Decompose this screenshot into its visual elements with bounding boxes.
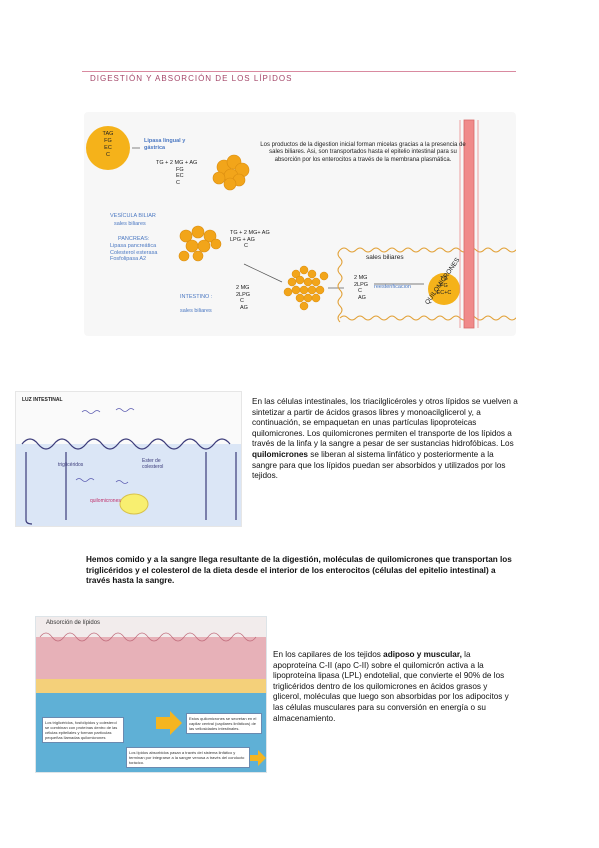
products-2-line: TG + 2 MG+ AG: [230, 230, 270, 236]
final-fg: FG: [440, 283, 448, 289]
absorption-box-1: Los triglicéridos, fosfolípidos y colest…: [42, 717, 124, 743]
products-2: TG + 2 MG+ AG LPG + AG C: [230, 230, 270, 250]
products-1-line: C: [176, 179, 180, 186]
products-3-line: C: [240, 298, 244, 304]
membrane-bottom: [339, 315, 516, 321]
pancreas-enzyme: Lipasa pancreática: [110, 243, 157, 249]
paragraph1-bold: quilomicrones: [252, 449, 308, 459]
pancreas-enzyme: Colesterol esterasa: [110, 249, 158, 256]
membrane-top: [339, 247, 516, 253]
pancreas-enzyme: Fosfolipasa A2: [110, 256, 147, 262]
products-4-line: 2LPG: [354, 281, 369, 288]
pancreas-enzymes: Lipasa pancreática Colesterol esterasa F…: [110, 243, 157, 263]
page-title: DIGESTIÓN Y ABSORCIÓN DE LOS LÍPIDOS: [90, 74, 293, 83]
quilomicrones-fig-label: quilomicrones: [90, 498, 121, 504]
products-3: 2 MG 2LPG C AG: [236, 285, 250, 311]
micelle-cluster-1: [212, 154, 250, 191]
quilomicron-particle: [119, 493, 149, 515]
paragraph-enterocytes: En las células intestinales, los triacil…: [252, 397, 518, 482]
products-1: TG + 2 MG + AG FG EC C: [156, 160, 197, 186]
products-3-line: 2LPG: [236, 291, 251, 298]
initial-circle-text: TAG FG EC C: [95, 131, 121, 159]
lipasa-label: Lipasa lingual y gástrica: [144, 138, 186, 151]
arrow-right-1: [156, 711, 182, 735]
initial-ec: EC: [104, 145, 112, 151]
reester-label: reesterificacion: [374, 284, 411, 290]
final-tg: TG: [440, 276, 448, 282]
cell-walls: [25, 452, 237, 525]
paragraph1-text: En las células intestinales, los triacil…: [252, 397, 518, 449]
micelle-description: Los productos de la digestion inicial fo…: [260, 142, 466, 163]
paragraph2-text: En los capilares de los tejidos: [273, 650, 384, 659]
paragraph-lpl: En los capilares de los tejidos adiposo …: [273, 650, 515, 724]
micelle-cluster-2: [178, 225, 222, 262]
products-4-line: 2 MG: [354, 275, 368, 281]
luz-intestinal-label: LUZ INTESTINAL: [22, 397, 63, 403]
initial-c: C: [106, 152, 110, 158]
arrow-right-2: [248, 750, 266, 766]
microvilli-line: [21, 438, 231, 450]
sales-biliares-label: sales biliares: [366, 254, 404, 261]
trigliceridos-label: triglicéridos: [58, 462, 84, 468]
initial-fat-circle: [86, 126, 130, 170]
products-4-line: AG: [358, 294, 366, 301]
products-2-line: C: [244, 243, 248, 249]
paragraph2-bold: adiposo y muscular,: [383, 650, 462, 659]
absorption-box-2: Estos quilomicrones se secretan en el ca…: [186, 713, 262, 734]
intestino-label: INTESTINO :: [180, 294, 213, 300]
summary-text: Hemos comido y a la sangre llega resulta…: [86, 555, 512, 586]
final-fat-circle: [428, 273, 460, 305]
ester-label: Ester de colesterol: [142, 458, 164, 470]
products-3-line: AG: [240, 304, 248, 311]
products-4-line: C: [358, 288, 362, 294]
final-circle-text: TG FG EC+C: [432, 276, 456, 297]
digestion-diagram: TAG FG EC C Lipasa lingual y gástrica TG…: [84, 112, 516, 336]
intestinal-cell-graphics: [16, 408, 241, 526]
paragraph2-text-end: la apoproteína C-II (apo C-II) sobre el …: [273, 650, 509, 723]
initial-tag: TAG: [102, 131, 114, 137]
membrane-left: [337, 249, 343, 323]
quilomicrones-bar: [463, 119, 475, 329]
intestino-sub: sales biliares: [180, 308, 212, 314]
products-1-line: EC: [176, 173, 184, 179]
villi: [39, 632, 257, 642]
lipid-squiggles: [75, 408, 135, 484]
products-1-line: TG + 2 MG + AG: [156, 160, 198, 166]
paragraph1-text-end: se liberan al sistema linfático y poster…: [252, 449, 506, 481]
products-2-line: LPG + AG: [230, 236, 255, 243]
products-3-line: 2 MG: [236, 285, 250, 291]
micelle-cluster-3: [283, 265, 329, 311]
absorption-graphics: [36, 617, 266, 772]
products-4: 2 MG 2LPG C AG: [354, 275, 368, 301]
absorption-box-3: Los lípidos absorbidos pasan a través de…: [126, 747, 250, 768]
pancreas-title: PANCREAS:: [118, 236, 150, 242]
products-1-line: FG: [176, 166, 184, 173]
absorption-title: Absorción de lípidos: [46, 620, 101, 626]
vesicula-sub: sales biliares: [114, 221, 146, 227]
flow-arrows: [132, 147, 424, 289]
digestion-diagram-graphics: [86, 119, 516, 329]
final-ec-c: EC+C: [436, 290, 452, 296]
initial-fg: FG: [104, 138, 112, 144]
intestinal-cell-diagram: LUZ INTESTINAL triglicéridos Ester de co…: [15, 391, 242, 527]
absorption-diagram: Absorción de lípidos Los triglicéridos, …: [35, 616, 267, 773]
header-rule: [82, 71, 516, 72]
vesicula-title: VESÍCULA BILIAR: [110, 213, 156, 219]
